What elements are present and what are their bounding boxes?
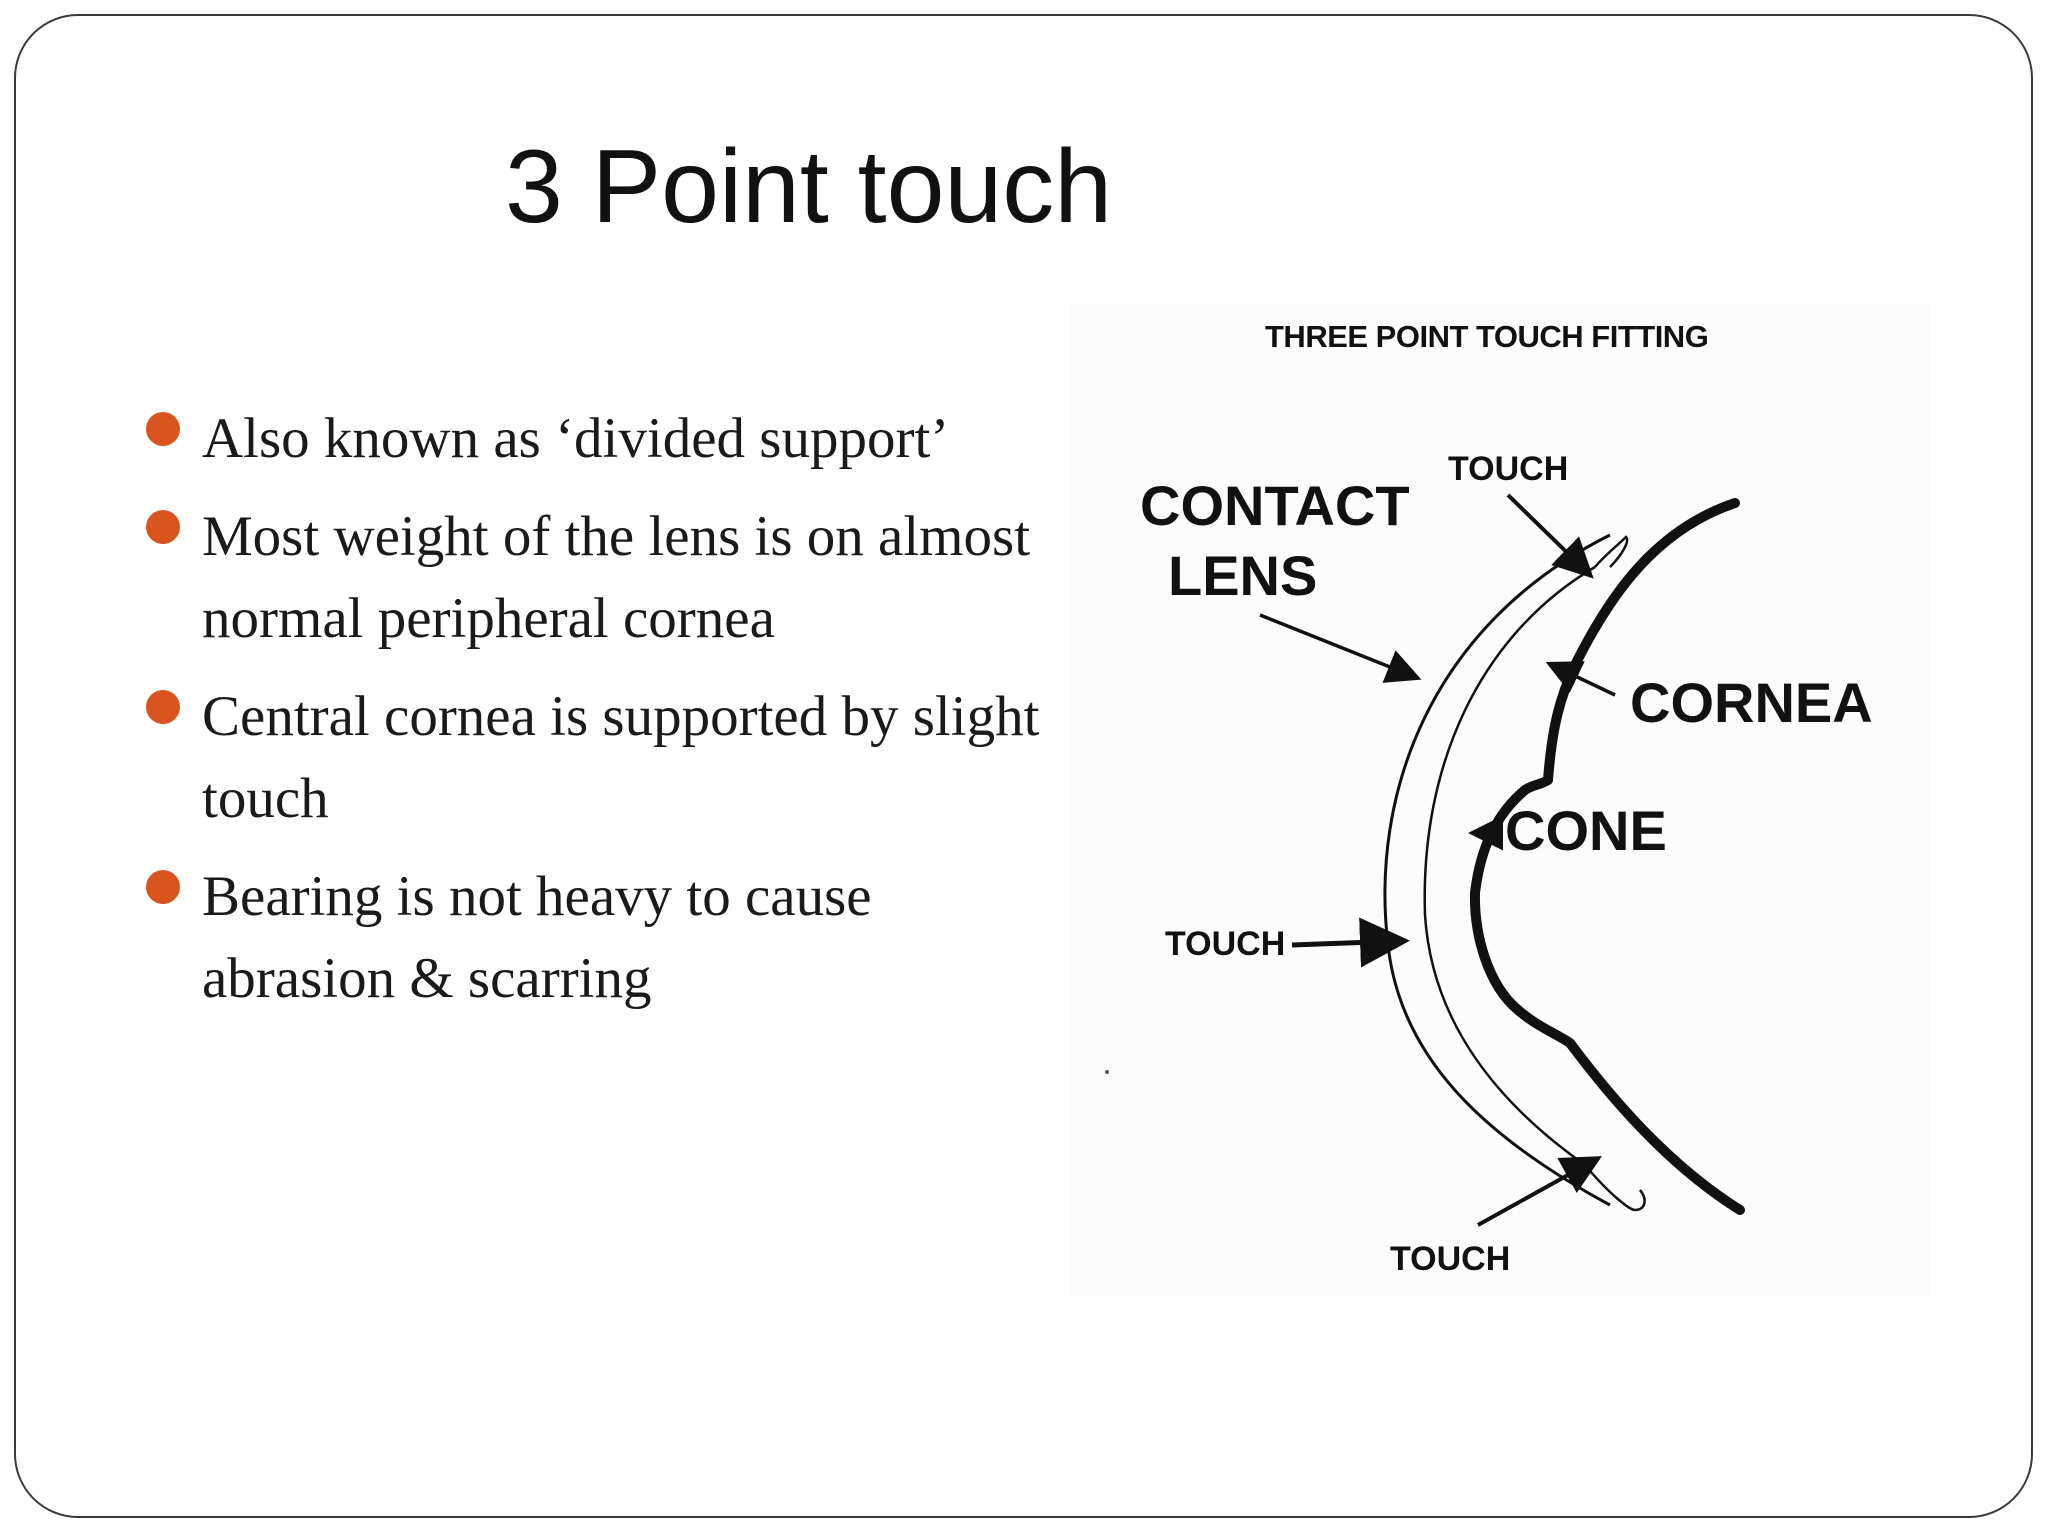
cornea-label: CORNEA: [1630, 671, 1873, 734]
contact-lens-inner-arc: [1423, 565, 1596, 1167]
bullet-text: Most weight of the lens is on almost nor…: [202, 505, 1031, 650]
cone-label: CONE: [1505, 799, 1667, 862]
touch-label-top: TOUCH: [1448, 450, 1568, 488]
contact-lens-label-line2: LENS: [1168, 544, 1317, 607]
bullet-item: Central cornea is supported by slight to…: [140, 676, 1040, 840]
bullet-item: Bearing is not heavy to cause abrasion &…: [140, 856, 1040, 1020]
bullet-text: Also known as ‘divided support’: [202, 407, 950, 470]
slide-title: 3 Point touch: [505, 129, 1113, 245]
three-point-touch-diagram: THREE POINT TOUCH FITTING TOUCH CONTACT …: [1070, 305, 1930, 1295]
contact-lens-bottom-edge: [1584, 1164, 1646, 1212]
diagram-heading: THREE POINT TOUCH FITTING: [1265, 319, 1708, 354]
touch-arrow-top: [1506, 493, 1594, 579]
contact-lens-outer-arc: [1383, 533, 1611, 1207]
touch-arrow-bottom: [1477, 1156, 1602, 1227]
touch-label-middle: TOUCH: [1165, 925, 1285, 963]
touch-label-bottom: TOUCH: [1390, 1240, 1510, 1278]
bullet-dot-icon: [146, 412, 180, 446]
bullet-item: Most weight of the lens is on almost nor…: [140, 496, 1040, 660]
contact-lens-top-edge: [1594, 535, 1629, 568]
diagram-canvas: THREE POINT TOUCH FITTING TOUCH CONTACT …: [1105, 319, 1873, 1278]
bullet-item: Also known as ‘divided support’: [140, 398, 1040, 480]
contact-lens-arrow: [1259, 613, 1422, 683]
bullet-dot-icon: [146, 510, 180, 544]
bullet-text: Bearing is not heavy to cause abrasion &…: [202, 865, 872, 1010]
touch-arrow-middle: [1291, 917, 1410, 968]
bullet-list: Also known as ‘divided support’ Most wei…: [140, 398, 1040, 1036]
speck-mark: [1105, 1070, 1109, 1074]
cornea-arrow: [1545, 661, 1616, 697]
bullet-dot-icon: [146, 690, 180, 724]
bullet-dot-icon: [146, 870, 180, 904]
contact-lens-label-line1: CONTACT: [1140, 474, 1410, 537]
bullet-text: Central cornea is supported by slight to…: [202, 685, 1040, 830]
